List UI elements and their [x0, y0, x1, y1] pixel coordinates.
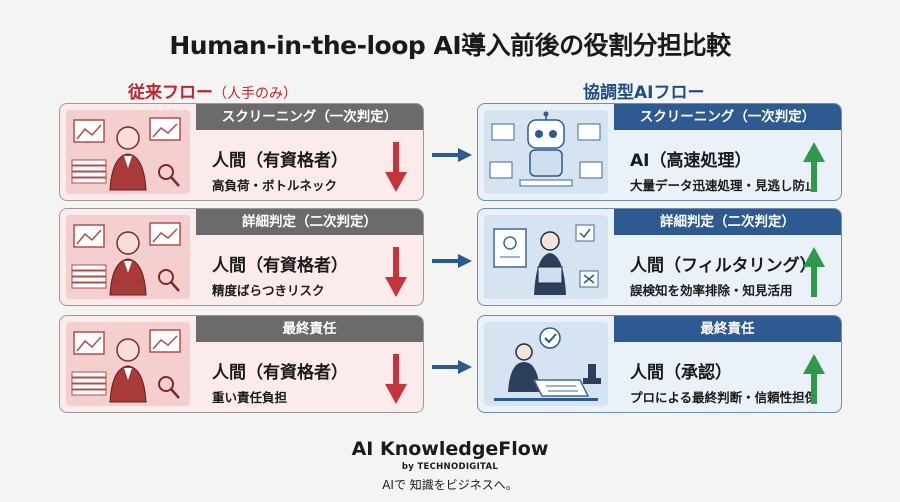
page-title: Human-in-the-loop AI導入前後の役割分担比較 — [169, 31, 731, 60]
up-arrow-icon — [803, 142, 825, 192]
right-arrow-icon — [432, 148, 472, 162]
role-note: 誤検知を効率排除・知見活用 — [630, 283, 793, 298]
brand-name: AI KnowledgeFlow — [351, 438, 549, 460]
stage-label: 最終責任 — [196, 316, 423, 342]
role-label: 人間（有資格者） — [212, 256, 348, 276]
legacy-flow-subtitle: （人手のみ） — [213, 86, 297, 102]
ai-panel-final: 最終責任 人間（承認） プロによる最終判断・信頼性担保 — [477, 315, 842, 413]
right-arrow-icon — [432, 360, 472, 374]
brand-byline: by TECHNODIGITAL — [401, 462, 499, 472]
stage-label: 詳細判定（二次判定） — [614, 209, 841, 235]
ai-flow-heading: 協調型AIフロー — [583, 83, 705, 103]
role-note: 精度ばらつきリスク — [212, 283, 325, 298]
approval-stamp-icon — [484, 322, 608, 406]
role-note: 高負荷・ボトルネック — [212, 178, 338, 193]
up-arrow-icon — [803, 247, 825, 297]
stage-label: 詳細判定（二次判定） — [196, 209, 423, 235]
down-arrow-icon — [385, 142, 407, 192]
role-note: 大量データ迅速処理・見逃し防止 — [630, 178, 818, 193]
legacy-panel-detail: 詳細判定（二次判定） 人間（有資格者） 精度ばらつきリスク — [59, 208, 424, 306]
stage-label: スクリーニング（一次判定） — [196, 104, 423, 130]
legacy-flow-heading: 従来フロー（人手のみ） — [128, 78, 297, 103]
legacy-flow-title: 従来フロー — [128, 83, 213, 103]
stage-label: スクリーニング（一次判定） — [614, 104, 841, 130]
role-note: 重い責任負担 — [212, 390, 288, 405]
ai-robot-icon — [484, 110, 608, 194]
down-arrow-icon — [385, 354, 407, 404]
legacy-panel-final: 最終責任 人間（有資格者） 重い責任負担 — [59, 315, 424, 413]
role-label: AI（高速処理） — [630, 151, 752, 171]
up-arrow-icon — [803, 354, 825, 404]
right-arrow-icon — [432, 254, 472, 268]
role-label: 人間（フィルタリング） — [630, 256, 817, 276]
role-note: プロによる最終判断・信頼性担保 — [630, 390, 818, 405]
role-label: 人間（承認） — [630, 363, 732, 383]
legacy-panel-screening: スクリーニング（一次判定） 人間（有資格者） 高負荷・ボトルネック — [59, 103, 424, 201]
down-arrow-icon — [385, 247, 407, 297]
role-label: 人間（有資格者） — [212, 363, 348, 383]
overwhelmed-worker-with-documents-icon — [66, 110, 190, 194]
role-label: 人間（有資格者） — [212, 151, 348, 171]
brand-tagline: AIで 知識をビジネスへ。 — [382, 478, 518, 492]
overwhelmed-worker-with-documents-icon — [66, 322, 190, 406]
ai-panel-screening: スクリーニング（一次判定） AI（高速処理） 大量データ迅速処理・見逃し防止 — [477, 103, 842, 201]
stage-label: 最終責任 — [614, 316, 841, 342]
ai-panel-detail: 詳細判定（二次判定） 人間（フィルタリング） 誤検知を効率排除・知見活用 — [477, 208, 842, 306]
worker-with-tablet-icon — [484, 215, 608, 299]
overwhelmed-worker-with-documents-icon — [66, 215, 190, 299]
